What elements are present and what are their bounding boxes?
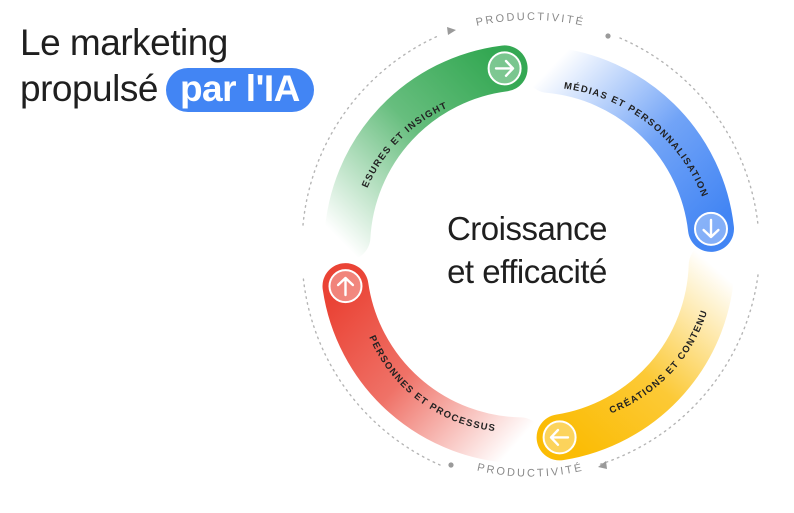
arrowhead-icon [447, 27, 456, 35]
dot-icon [448, 462, 454, 468]
center-title-line-1: Croissance [447, 210, 607, 247]
center-title-line-2: et efficacité [447, 253, 607, 290]
productivity-label-top-text: PRODUCTIVITÉ [475, 11, 584, 29]
arrow-up-icon [328, 269, 363, 304]
arrowhead-icon [598, 461, 607, 469]
segment-personnes-processus: PERSONNES ET PROCESSUS [322, 263, 544, 464]
arrow-right-icon [487, 51, 522, 86]
productivity-label-bottom-text: PRODUCTIVITÉ [476, 461, 583, 480]
headline-word: propulsé [20, 68, 158, 109]
productivity-label-bottom: PRODUCTIVITÉ [476, 461, 585, 480]
arrow-left-icon [542, 420, 577, 455]
segment-mesures-insights: MESURES ET INSIGHTS [0, 0, 528, 261]
segment-creations-contenu: CRÉATIONS ET CONTENU [536, 242, 735, 461]
dot-icon [605, 33, 611, 39]
outer-dotted-ring [302, 27, 759, 469]
arrow-down-icon [694, 211, 728, 246]
headline-line-1: Le marketing [20, 22, 228, 63]
segment-label-text: MESURES ET INSIGHTS [0, 0, 448, 190]
segment-label: MESURES ET INSIGHTS [0, 0, 450, 190]
headline-highlight-pill: par l'IA [165, 68, 314, 112]
productivity-label-top: PRODUCTIVITÉ [475, 11, 586, 29]
